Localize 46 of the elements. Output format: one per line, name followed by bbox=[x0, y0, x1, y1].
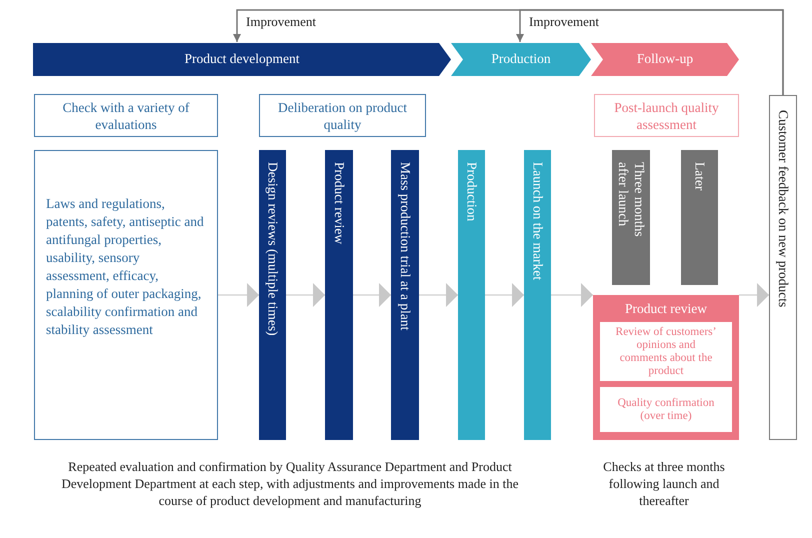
step-bar bbox=[612, 150, 650, 285]
phase-arrow-banner bbox=[591, 43, 739, 76]
feedback-arrow bbox=[516, 9, 784, 95]
step-label: Product review bbox=[331, 162, 347, 244]
evaluation-list-text: Laws and regulations, patents, safety, antiseptic and antifungal properties, usability, sensory assessment, efficacy, planning of outer packaging, scalability confirmation and stability assessment bbox=[46, 195, 205, 339]
heading-box bbox=[594, 94, 739, 137]
phase-label: Production bbox=[490, 51, 552, 67]
step-label: Three months after launch bbox=[615, 162, 647, 239]
chevron-arrow bbox=[550, 283, 594, 307]
step-label: Production bbox=[464, 162, 480, 222]
phase-label: Product development bbox=[183, 51, 301, 67]
step-bar bbox=[458, 150, 485, 440]
phase-arrow-banner bbox=[33, 43, 451, 76]
review-item-text: Quality confirmation (over time) bbox=[616, 396, 716, 422]
chevron-arrow bbox=[352, 283, 392, 307]
step-bar bbox=[681, 150, 718, 285]
step-bar bbox=[259, 150, 286, 440]
heading-text: Post-launch quality assessment bbox=[613, 98, 720, 132]
step-bar bbox=[524, 150, 551, 440]
chevron-arrow bbox=[738, 283, 770, 307]
review-item-box bbox=[600, 322, 732, 381]
chevron-arrow bbox=[484, 283, 524, 307]
caption-note: Repeated evaluation and confirmation by Quality Assurance Department and Product Development Department at each step, with adjustments and improvements made in the course of product development and manufacturing bbox=[60, 458, 520, 509]
feedback-label: Customer feedback on new products bbox=[775, 110, 791, 308]
phase-arrow-banner bbox=[451, 43, 591, 76]
feedback-box bbox=[769, 95, 797, 440]
review-panel bbox=[593, 295, 739, 440]
step-label: Mass production trial at a plant bbox=[397, 162, 413, 330]
heading-text: Deliberation on product quality bbox=[277, 98, 408, 132]
chevron-arrow bbox=[218, 283, 260, 307]
evaluation-list-box bbox=[34, 150, 218, 440]
chevron-arrow bbox=[286, 283, 326, 307]
caption-note: Checks at three months following launch and thereafter bbox=[602, 458, 726, 509]
heading-box bbox=[259, 94, 426, 137]
chevron-arrow bbox=[418, 283, 458, 307]
step-bar bbox=[325, 150, 353, 440]
step-label: Later bbox=[692, 162, 708, 192]
review-item-box bbox=[600, 387, 732, 432]
heading-text: Check with a variety of evaluations bbox=[62, 98, 190, 132]
step-label: Launch on the market bbox=[530, 162, 546, 280]
heading-box bbox=[34, 94, 218, 137]
panel-heading: Product review bbox=[624, 301, 708, 317]
phase-label: Follow-up bbox=[636, 51, 694, 67]
step-bar bbox=[391, 150, 419, 440]
step-label: Design reviews (multiple times) bbox=[264, 162, 280, 336]
review-item-text: Review of customers’ opinions and comments about the product bbox=[614, 326, 718, 378]
